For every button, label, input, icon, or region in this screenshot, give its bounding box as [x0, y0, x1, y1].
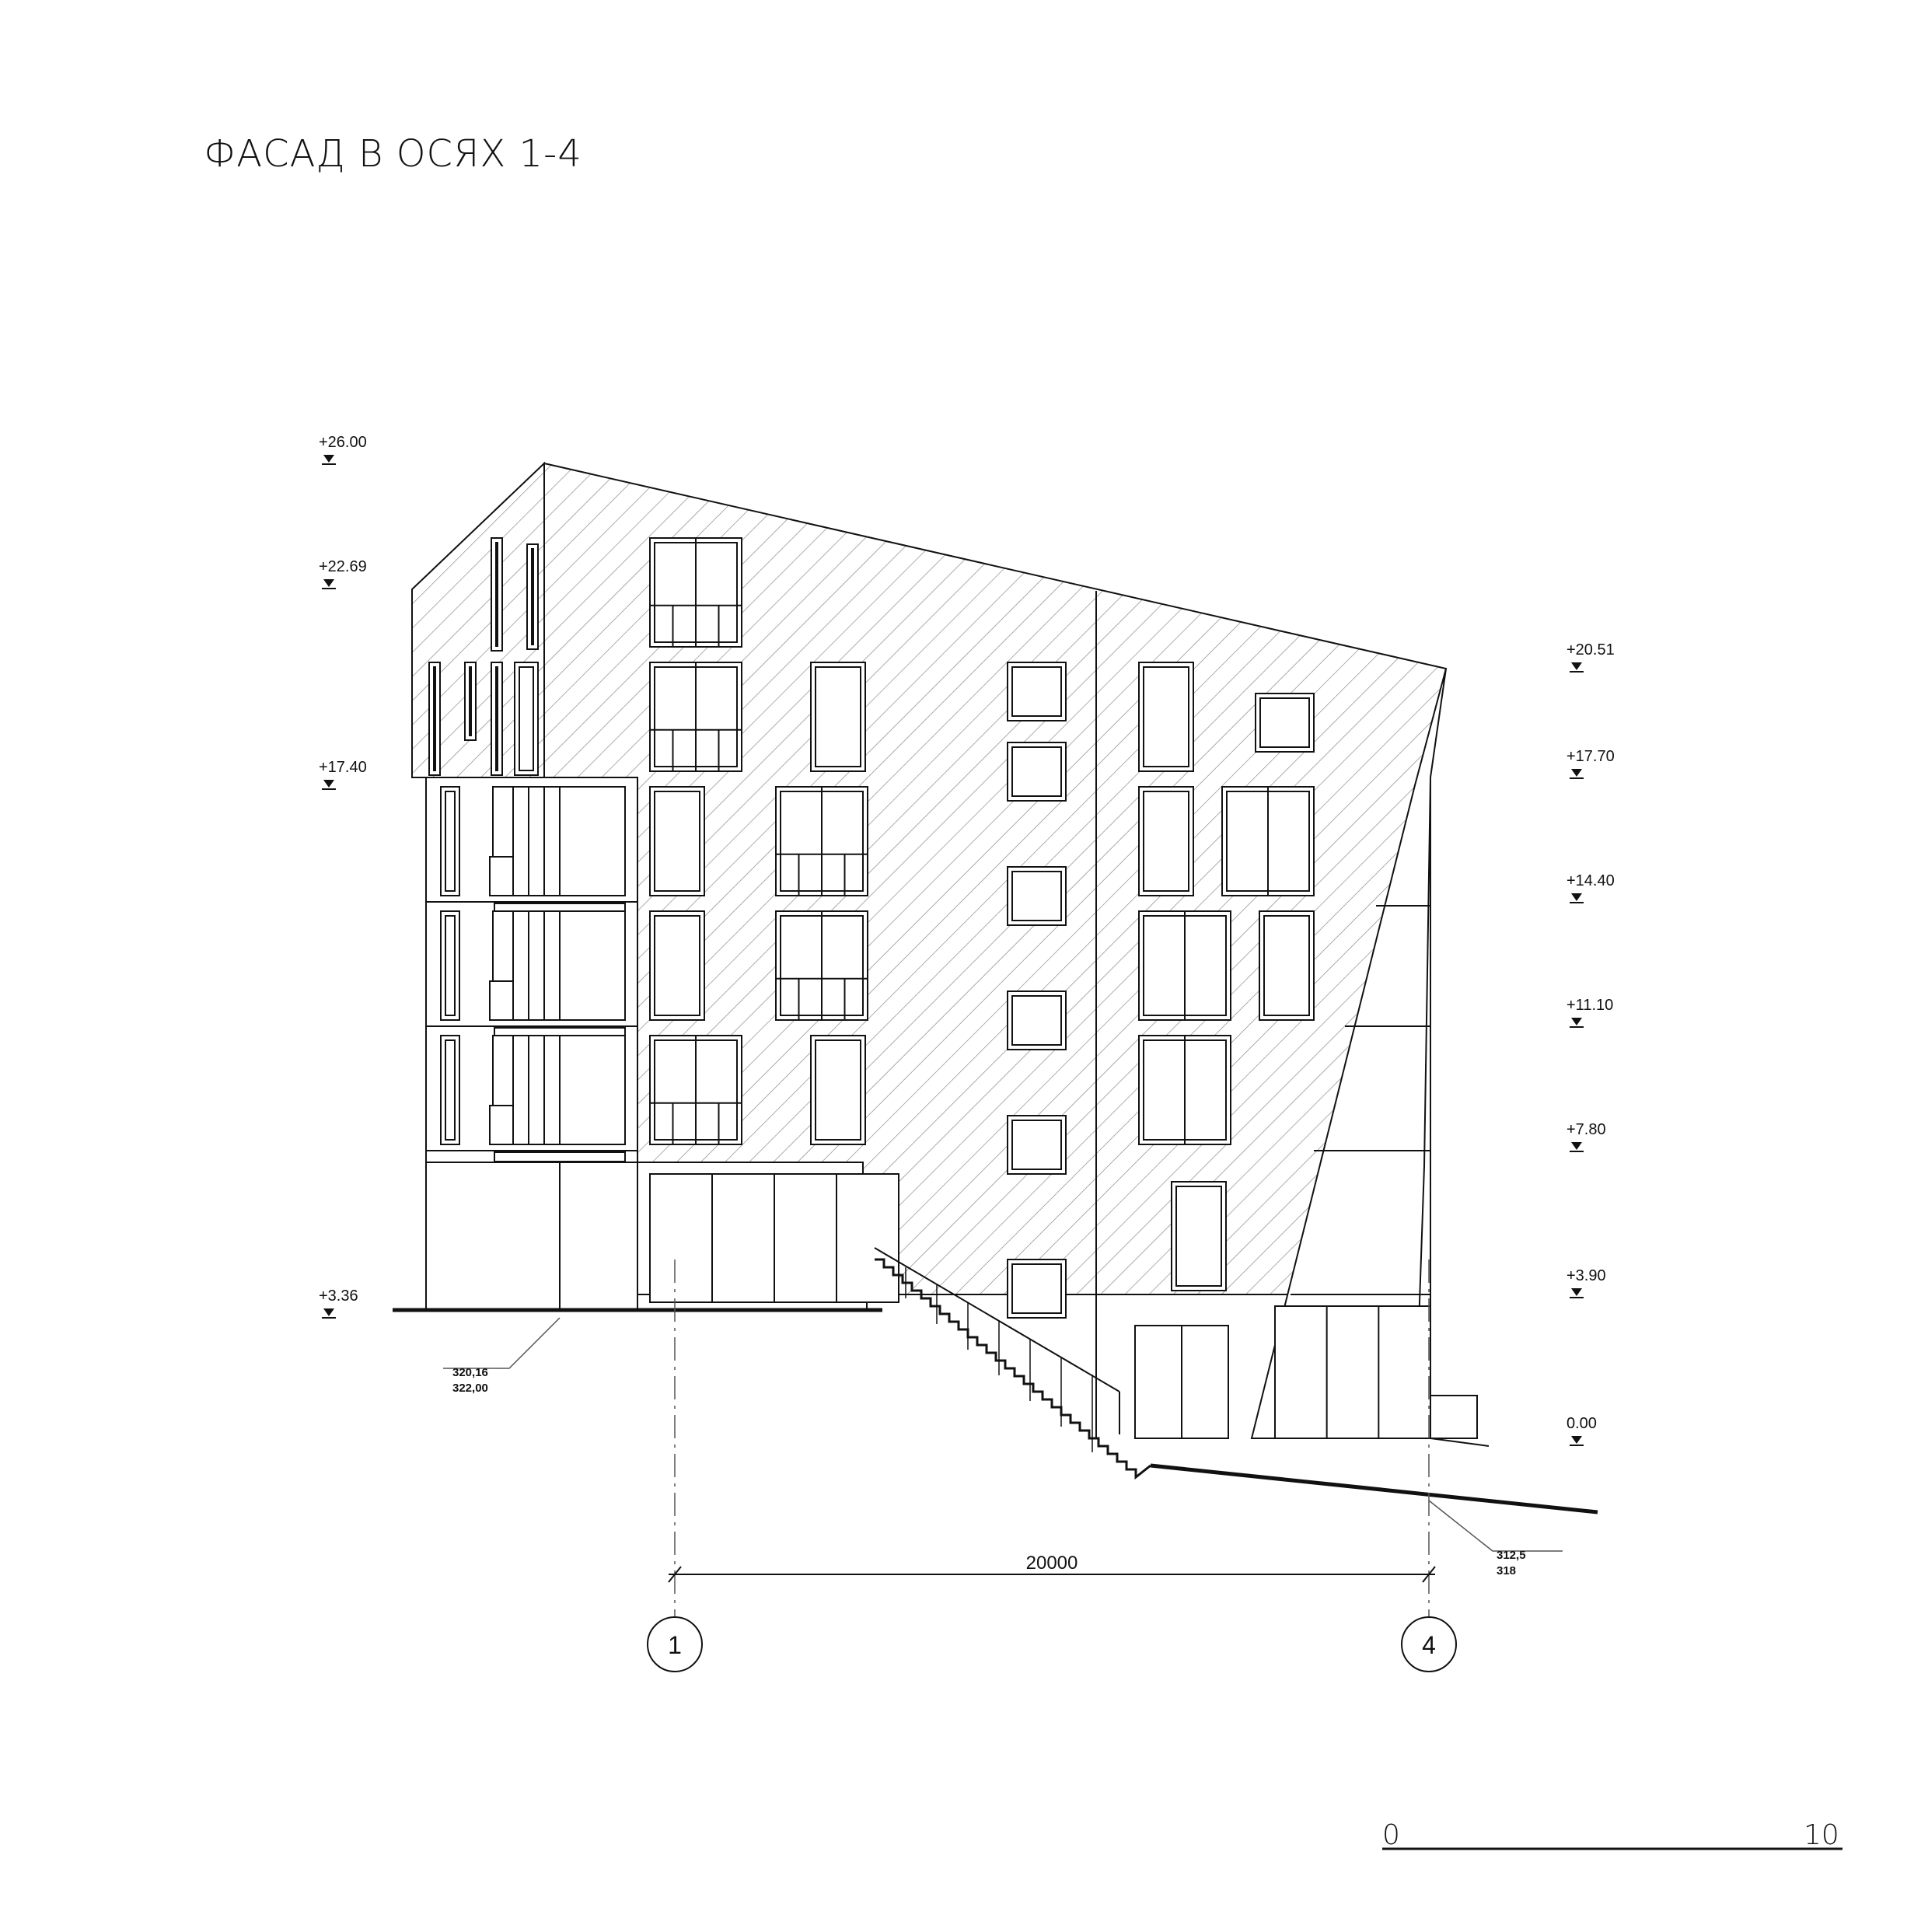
ground-mark-left-upper: 320,16 [452, 1366, 488, 1379]
level-marker [1571, 1018, 1582, 1025]
level-right-5: +7.80 [1566, 1121, 1606, 1138]
window [1007, 866, 1067, 926]
ground-line [393, 1308, 1598, 1515]
level-left-4: +3.36 [319, 1287, 358, 1305]
level-markers [322, 455, 1584, 1446]
level-right-1: +20.51 [1566, 641, 1615, 659]
level-left-2: +22.69 [319, 558, 367, 575]
level-marker [1571, 1142, 1582, 1150]
window [464, 662, 477, 741]
window [810, 662, 866, 772]
window [1138, 1035, 1231, 1145]
window [428, 662, 441, 776]
window [440, 1035, 460, 1145]
storefront [1134, 1325, 1229, 1439]
level-marker [1571, 1288, 1582, 1296]
level-marker [1571, 769, 1582, 777]
scale-bar-start: 0 [1382, 1819, 1400, 1851]
window [514, 662, 539, 776]
grid-axis-lines [674, 1259, 1430, 1617]
window [1138, 786, 1194, 896]
level-marker [1571, 662, 1582, 670]
ground-mark-left-lower: 322,00 [452, 1382, 488, 1395]
level-marker [1571, 1436, 1582, 1444]
window [1007, 742, 1067, 802]
dimension-line [668, 1566, 1436, 1583]
level-right-4: +11.10 [1566, 997, 1613, 1014]
window [491, 662, 503, 776]
window [1007, 990, 1067, 1050]
window [1259, 910, 1315, 1021]
level-marker [1571, 893, 1582, 901]
window [1138, 662, 1194, 772]
window [1007, 662, 1067, 721]
window [1138, 910, 1231, 1021]
window [775, 786, 868, 896]
level-marker [323, 455, 334, 463]
level-marker [323, 780, 334, 788]
axis-label-1: 1 [668, 1631, 682, 1659]
ground-mark-right-lower: 318 [1497, 1564, 1516, 1577]
drawing-title: ФАСАД В ОСЯХ 1-4 [204, 132, 582, 176]
window [1007, 1259, 1067, 1319]
level-left-3: +17.40 [319, 759, 367, 776]
window [810, 1035, 866, 1145]
window [649, 662, 742, 772]
axis-bubble-1 [647, 1616, 703, 1672]
level-right-2: +17.70 [1566, 748, 1615, 765]
dimension-value: 20000 [1026, 1553, 1078, 1574]
level-marker [323, 1308, 334, 1316]
balcony [489, 910, 626, 1038]
window [440, 786, 460, 896]
window [1221, 786, 1315, 896]
window [491, 537, 503, 652]
axis-label-4: 4 [1422, 1631, 1436, 1659]
windows [428, 537, 1431, 1439]
level-marker [323, 579, 334, 587]
balcony [489, 1035, 626, 1162]
level-left-1: +26.00 [319, 434, 367, 451]
window [440, 910, 460, 1021]
balcony [489, 786, 626, 914]
window [649, 910, 705, 1021]
exterior-stair [874, 1247, 1151, 1480]
window [649, 537, 742, 648]
building-outline [425, 591, 1490, 1447]
window [1171, 1181, 1227, 1291]
level-right-6: +3.90 [1566, 1267, 1606, 1284]
ground-mark-leaders [443, 1317, 1563, 1552]
ground-mark-right-upper: 312,5 [1497, 1549, 1526, 1562]
storefront [649, 1173, 899, 1303]
storefront [1274, 1305, 1431, 1439]
window [526, 543, 539, 650]
axis-bubble-4 [1401, 1616, 1457, 1672]
window [649, 786, 705, 896]
level-right-7: 0.00 [1566, 1415, 1597, 1432]
window [1007, 1115, 1067, 1175]
level-right-3: +14.40 [1566, 872, 1615, 889]
window [649, 1035, 742, 1145]
window [775, 910, 868, 1021]
scale-bar-end: 10 [1804, 1819, 1839, 1851]
window [1255, 693, 1315, 753]
